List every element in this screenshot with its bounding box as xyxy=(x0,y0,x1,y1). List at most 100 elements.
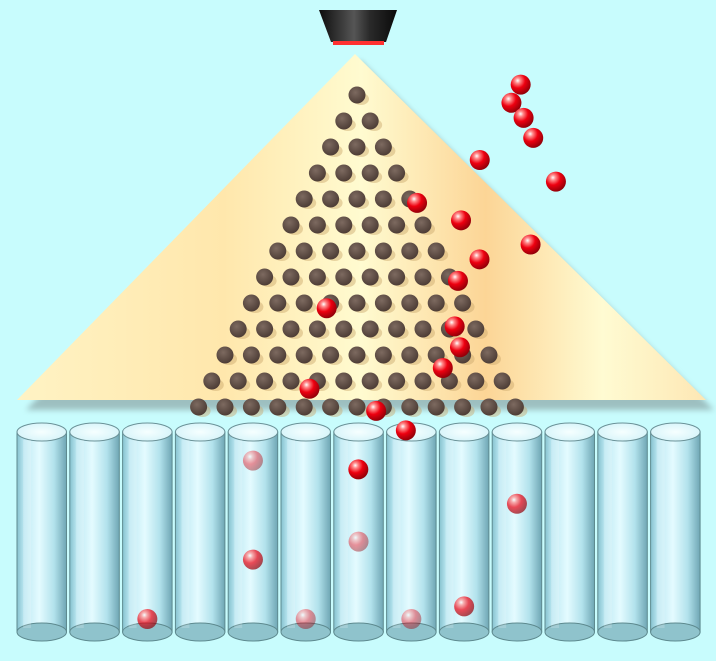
peg xyxy=(348,138,369,157)
ball xyxy=(469,249,490,270)
tube-balls-front xyxy=(242,450,422,629)
tube xyxy=(597,422,648,642)
tube-ball xyxy=(348,531,369,552)
peg xyxy=(348,294,369,313)
peg xyxy=(242,346,264,365)
peg xyxy=(335,320,356,339)
tube-balls-back xyxy=(137,493,527,629)
peg xyxy=(242,294,264,313)
peg xyxy=(361,112,383,131)
peg xyxy=(401,398,422,417)
peg xyxy=(282,268,303,287)
peg xyxy=(322,398,343,417)
peg xyxy=(427,294,449,313)
peg xyxy=(348,86,369,105)
peg xyxy=(295,190,317,209)
peg xyxy=(203,372,224,391)
tube xyxy=(650,422,701,642)
tube xyxy=(280,422,331,642)
tube-highlight xyxy=(656,440,665,628)
tube-highlight xyxy=(23,440,31,628)
peg xyxy=(388,372,409,391)
peg xyxy=(308,216,330,235)
tube-rack xyxy=(16,422,701,642)
ball xyxy=(545,171,566,192)
peg xyxy=(414,372,435,391)
ball xyxy=(469,150,490,170)
tube-highlight xyxy=(75,440,84,628)
peg xyxy=(348,398,369,417)
tube xyxy=(69,422,120,642)
peg xyxy=(335,164,356,183)
peg xyxy=(506,398,528,417)
tube xyxy=(16,422,67,642)
peg xyxy=(361,216,383,235)
peg xyxy=(256,320,277,339)
peg xyxy=(427,398,449,417)
peg xyxy=(361,164,383,183)
peg xyxy=(308,164,330,183)
funnel-body xyxy=(319,10,397,42)
tube-highlight xyxy=(551,440,559,628)
peg xyxy=(295,242,317,261)
tube-ball xyxy=(454,596,475,617)
peg xyxy=(229,320,251,339)
peg xyxy=(295,294,317,313)
peg xyxy=(269,398,290,417)
peg xyxy=(242,398,264,417)
peg xyxy=(388,268,409,287)
ball xyxy=(444,316,465,337)
peg xyxy=(348,346,369,365)
tube-highlight xyxy=(287,440,295,628)
peg xyxy=(216,398,237,417)
peg xyxy=(322,242,343,261)
peg xyxy=(256,268,277,287)
ball xyxy=(407,192,428,213)
peg xyxy=(401,346,422,365)
tube-highlight xyxy=(392,440,401,628)
peg xyxy=(216,346,237,365)
peg xyxy=(282,216,303,235)
ball xyxy=(510,74,531,95)
tube-ball xyxy=(137,609,158,629)
tube xyxy=(544,422,595,642)
peg xyxy=(335,268,356,287)
peg xyxy=(335,216,356,235)
ball xyxy=(395,420,416,441)
peg xyxy=(467,372,488,391)
peg xyxy=(269,346,290,365)
peg xyxy=(335,372,356,391)
peg xyxy=(414,320,435,339)
ball xyxy=(366,400,387,421)
peg xyxy=(361,320,383,339)
ball xyxy=(501,92,522,113)
peg xyxy=(374,346,396,365)
ball xyxy=(451,210,472,231)
peg xyxy=(480,346,501,365)
peg xyxy=(308,268,330,287)
ball xyxy=(513,107,534,128)
tube xyxy=(386,422,437,642)
falling-balls xyxy=(299,74,566,480)
peg xyxy=(348,242,369,261)
peg xyxy=(190,398,211,417)
ball xyxy=(523,127,544,148)
tube-ball xyxy=(401,609,422,629)
peg xyxy=(348,190,369,209)
peg xyxy=(480,398,501,417)
board-triangle xyxy=(17,54,706,400)
peg xyxy=(229,372,251,391)
tube-fronts xyxy=(23,440,665,628)
peg xyxy=(414,216,435,235)
tube-highlight xyxy=(445,440,454,628)
tube xyxy=(122,422,173,642)
peg xyxy=(322,138,343,157)
peg xyxy=(374,138,396,157)
funnel xyxy=(319,10,397,45)
ball xyxy=(520,234,541,255)
peg xyxy=(269,294,290,313)
tube-ball xyxy=(242,450,263,471)
peg xyxy=(454,294,475,313)
ball xyxy=(348,459,369,480)
